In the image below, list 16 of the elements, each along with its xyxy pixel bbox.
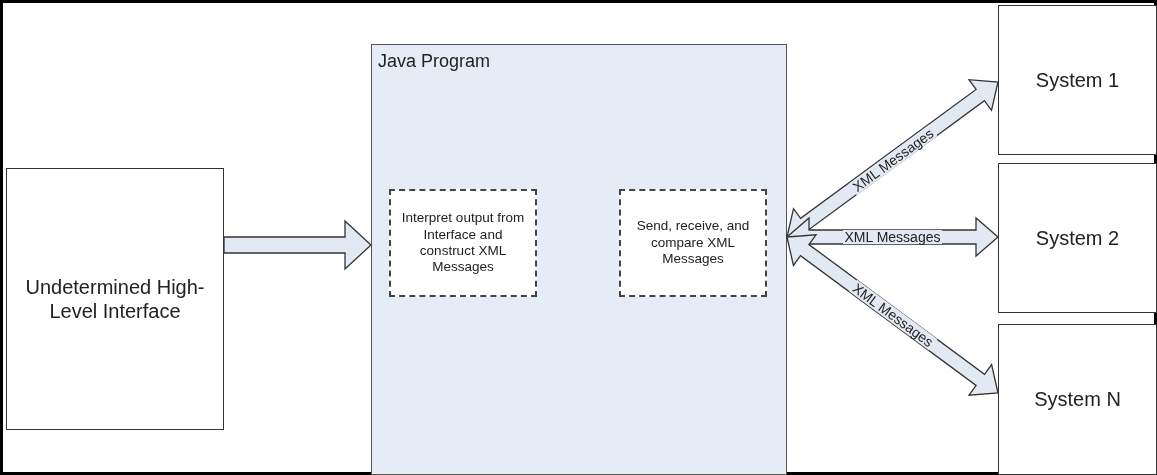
system-box: [998, 163, 1157, 313]
system-box: [6, 168, 224, 430]
node-label: System 1: [1035, 67, 1120, 93]
process-box: [389, 189, 537, 297]
edge-label: XML Messages: [842, 230, 943, 244]
node-label: Send, receive, and compare XML Messages: [635, 218, 751, 268]
node-label: Undetermined High-Level Interface: [24, 274, 206, 324]
system-box: [998, 324, 1157, 475]
node-label: System 2: [1035, 225, 1120, 251]
node-label: System N: [1034, 387, 1121, 412]
container-title: Java Program: [378, 51, 492, 73]
system-box: [998, 5, 1157, 155]
node-label: Interpret output from Interface and construct XML Messages: [400, 210, 526, 276]
block-arrow: [223, 219, 372, 271]
process-box: [619, 189, 767, 297]
program-container: [371, 44, 787, 475]
